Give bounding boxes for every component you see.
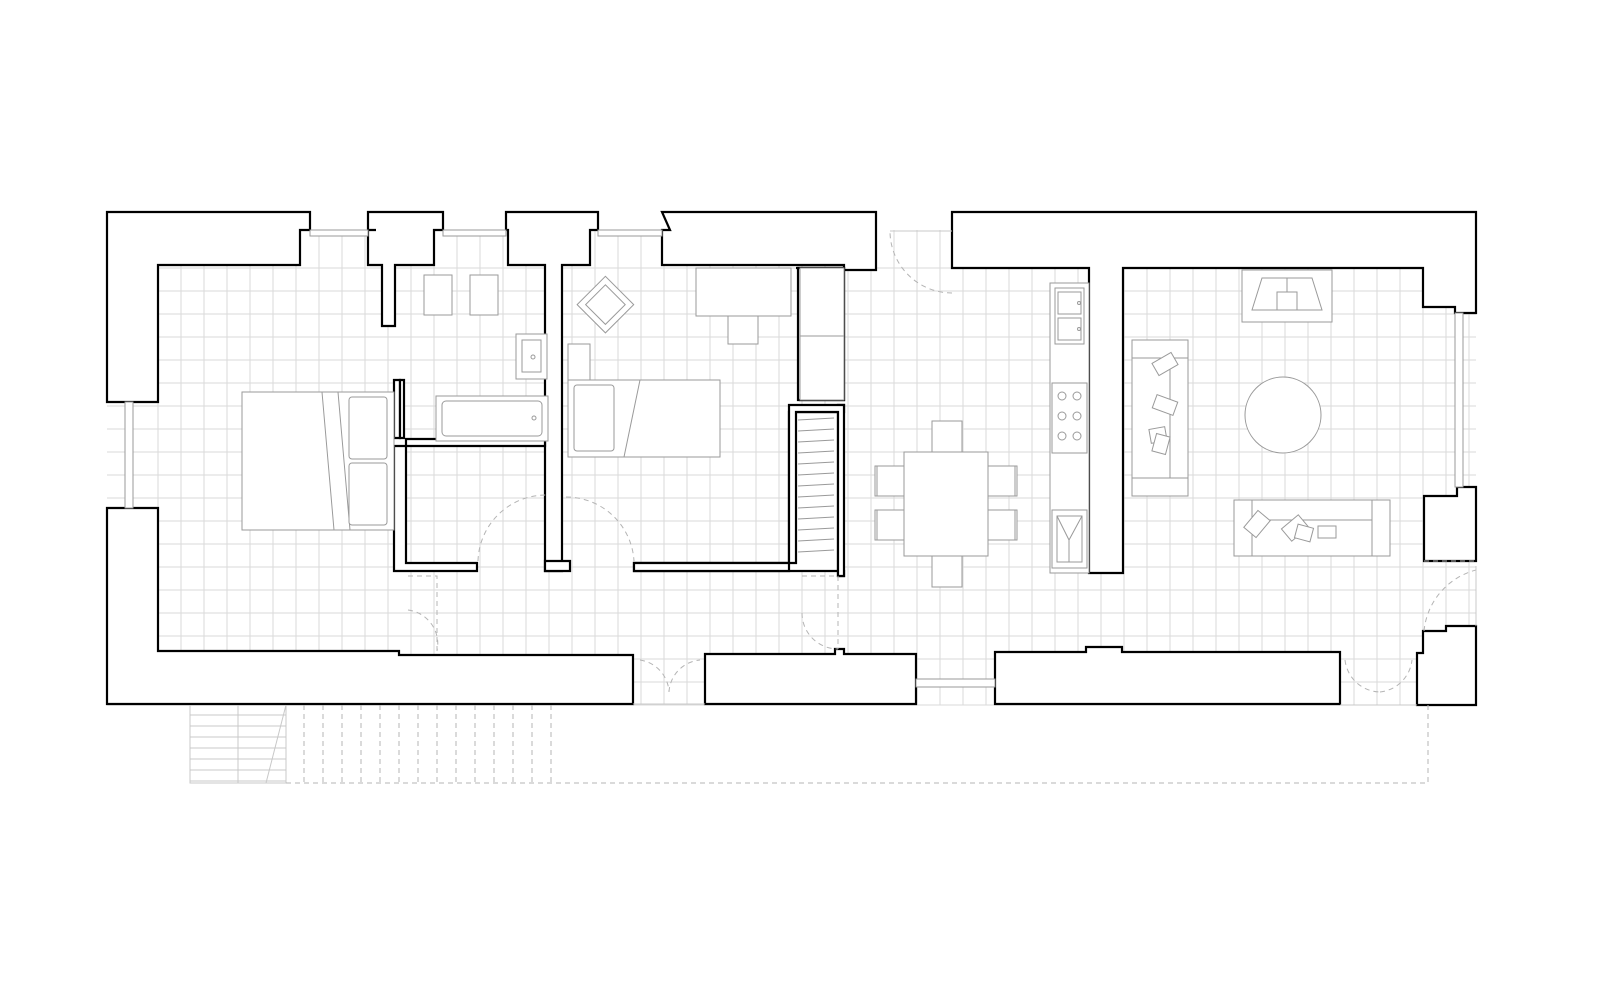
cushion <box>1293 523 1315 543</box>
master-bed <box>241 391 395 531</box>
drawing-line <box>797 494 835 498</box>
door-corridor-west <box>407 575 439 652</box>
drawing-line <box>797 472 835 476</box>
toilet <box>423 274 453 316</box>
cushion <box>1151 432 1171 456</box>
wardrobe <box>797 267 845 553</box>
door-bedroom2 <box>565 496 635 562</box>
porch-stairs <box>189 703 1429 784</box>
second-bedroom-furniture <box>567 267 792 458</box>
wall-west-lower <box>105 506 635 706</box>
drawing-line <box>797 483 835 487</box>
chair <box>987 465 1018 497</box>
desk <box>695 267 792 317</box>
chair <box>931 420 963 453</box>
wall-north-center <box>660 210 878 272</box>
drawing-line <box>797 461 835 465</box>
drawing-line <box>797 417 835 421</box>
door-east <box>1423 560 1477 632</box>
cushion <box>1317 525 1337 539</box>
door-south-1 <box>639 659 701 693</box>
wall-wardrobe-front <box>632 403 846 578</box>
cushion <box>1151 394 1179 416</box>
door-south-2 <box>1344 659 1413 693</box>
dining-table <box>874 420 1018 588</box>
wall-south-east <box>993 645 1342 706</box>
drawing-line <box>797 527 835 531</box>
door-entry-north <box>889 230 953 294</box>
chair <box>987 509 1018 541</box>
armchair <box>576 275 635 334</box>
window-north-3 <box>597 229 663 237</box>
living-room-furniture <box>1131 269 1391 557</box>
bathroom-fixtures <box>423 274 549 442</box>
door-corridor-mid <box>801 575 839 650</box>
cushion <box>1243 509 1271 539</box>
drawing-line <box>797 428 835 432</box>
wall-southeast-corner <box>1415 624 1478 707</box>
door-storage <box>477 494 547 562</box>
window-south <box>915 678 996 688</box>
wall-northwest <box>105 210 312 404</box>
drawing-line <box>797 516 835 520</box>
bathtub <box>435 395 549 442</box>
drawing-line <box>797 538 835 542</box>
window-east <box>1454 312 1464 488</box>
wall-north-east <box>950 210 1478 575</box>
cushion <box>1151 351 1179 377</box>
wall-south-center <box>703 647 918 706</box>
chair <box>931 555 963 588</box>
window-north-2 <box>442 229 507 237</box>
nightstand <box>567 343 591 381</box>
wall-east-pier <box>1422 485 1478 563</box>
coffee-table-round <box>1244 376 1322 454</box>
bidet <box>469 274 499 316</box>
wall-bedroom2-base <box>543 559 572 573</box>
stove <box>1051 382 1088 454</box>
kitchen-counter <box>1049 282 1090 574</box>
window-west <box>124 401 134 509</box>
desk-chair <box>727 315 759 345</box>
window-north-1 <box>309 229 369 237</box>
chair <box>874 465 905 497</box>
drawing-line <box>797 549 835 553</box>
drawing-line <box>797 505 835 509</box>
drawing-line <box>797 439 835 443</box>
exterior-walls <box>105 210 1478 707</box>
wall-partition-door-2 <box>398 378 406 440</box>
chair <box>874 509 905 541</box>
floor-tile-grid <box>107 230 1476 706</box>
windows <box>124 229 1464 688</box>
wall-storage-left <box>392 444 479 573</box>
wall-north-pier-1 <box>366 210 445 328</box>
drawing-line <box>797 450 835 454</box>
doors <box>407 230 1477 693</box>
kitchen-sink <box>1054 287 1085 345</box>
